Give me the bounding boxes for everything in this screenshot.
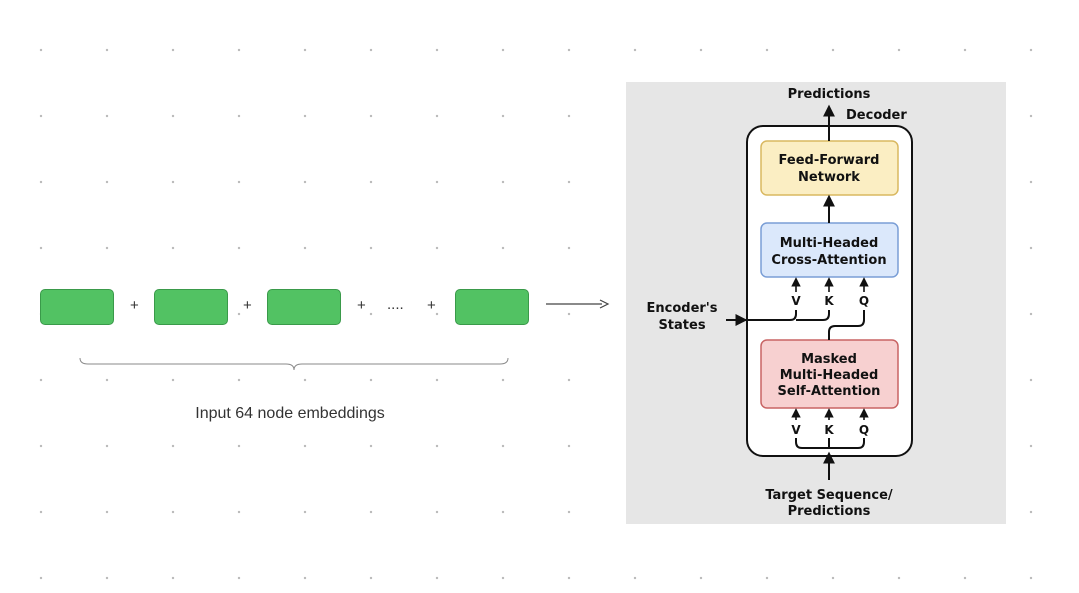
feed-forward-label-line1: Feed-Forward bbox=[779, 153, 880, 168]
masked-attention-label-line1: Masked bbox=[801, 352, 857, 367]
feed-forward-block bbox=[760, 140, 899, 196]
encoder-k-branch bbox=[796, 310, 830, 321]
node-embedding-3 bbox=[267, 289, 341, 325]
plus-sign: + bbox=[427, 297, 436, 314]
target-brace bbox=[795, 438, 865, 449]
cross-q-label: Q bbox=[859, 294, 869, 308]
node-embedding-2 bbox=[154, 289, 228, 325]
masked-k-label: K bbox=[824, 423, 834, 437]
feed-forward-label-line2: Network bbox=[798, 170, 860, 185]
arrow-right-icon bbox=[546, 299, 610, 309]
cross-k-label: K bbox=[824, 294, 834, 308]
predictions-label: Predictions bbox=[788, 87, 871, 102]
masked-attention-label-line2: Multi-Headed bbox=[780, 368, 879, 383]
cross-attention-label-line2: Cross-Attention bbox=[771, 253, 886, 268]
masked-attention-label-line3: Self-Attention bbox=[778, 384, 881, 399]
target-label-line1: Target Sequence/ bbox=[765, 488, 893, 503]
plus-sign: + bbox=[243, 297, 252, 314]
masked-v-label: V bbox=[791, 423, 801, 437]
masked-to-q-line bbox=[828, 310, 865, 340]
decoder-diagram: Feed-Forward Network Multi-Headed Cross-… bbox=[646, 87, 913, 519]
cross-v-label: V bbox=[791, 294, 801, 308]
masked-q-label: Q bbox=[859, 423, 869, 437]
embeddings-brace bbox=[79, 357, 509, 371]
target-label-line2: Predictions bbox=[788, 504, 871, 519]
embeddings-caption: Input 64 node embeddings bbox=[195, 405, 385, 422]
encoder-states-label-line1: Encoder's bbox=[646, 301, 717, 316]
node-embedding-1 bbox=[40, 289, 114, 325]
decoder-label: Decoder bbox=[846, 108, 907, 123]
plus-sign: + bbox=[357, 297, 366, 314]
node-embedding-last bbox=[455, 289, 529, 325]
encoder-states-label-line2: States bbox=[658, 318, 705, 333]
plus-sign: + bbox=[130, 297, 139, 314]
ellipsis: .... bbox=[387, 296, 404, 313]
cross-attention-label-line1: Multi-Headed bbox=[780, 236, 879, 251]
encoder-states-line bbox=[741, 310, 797, 321]
